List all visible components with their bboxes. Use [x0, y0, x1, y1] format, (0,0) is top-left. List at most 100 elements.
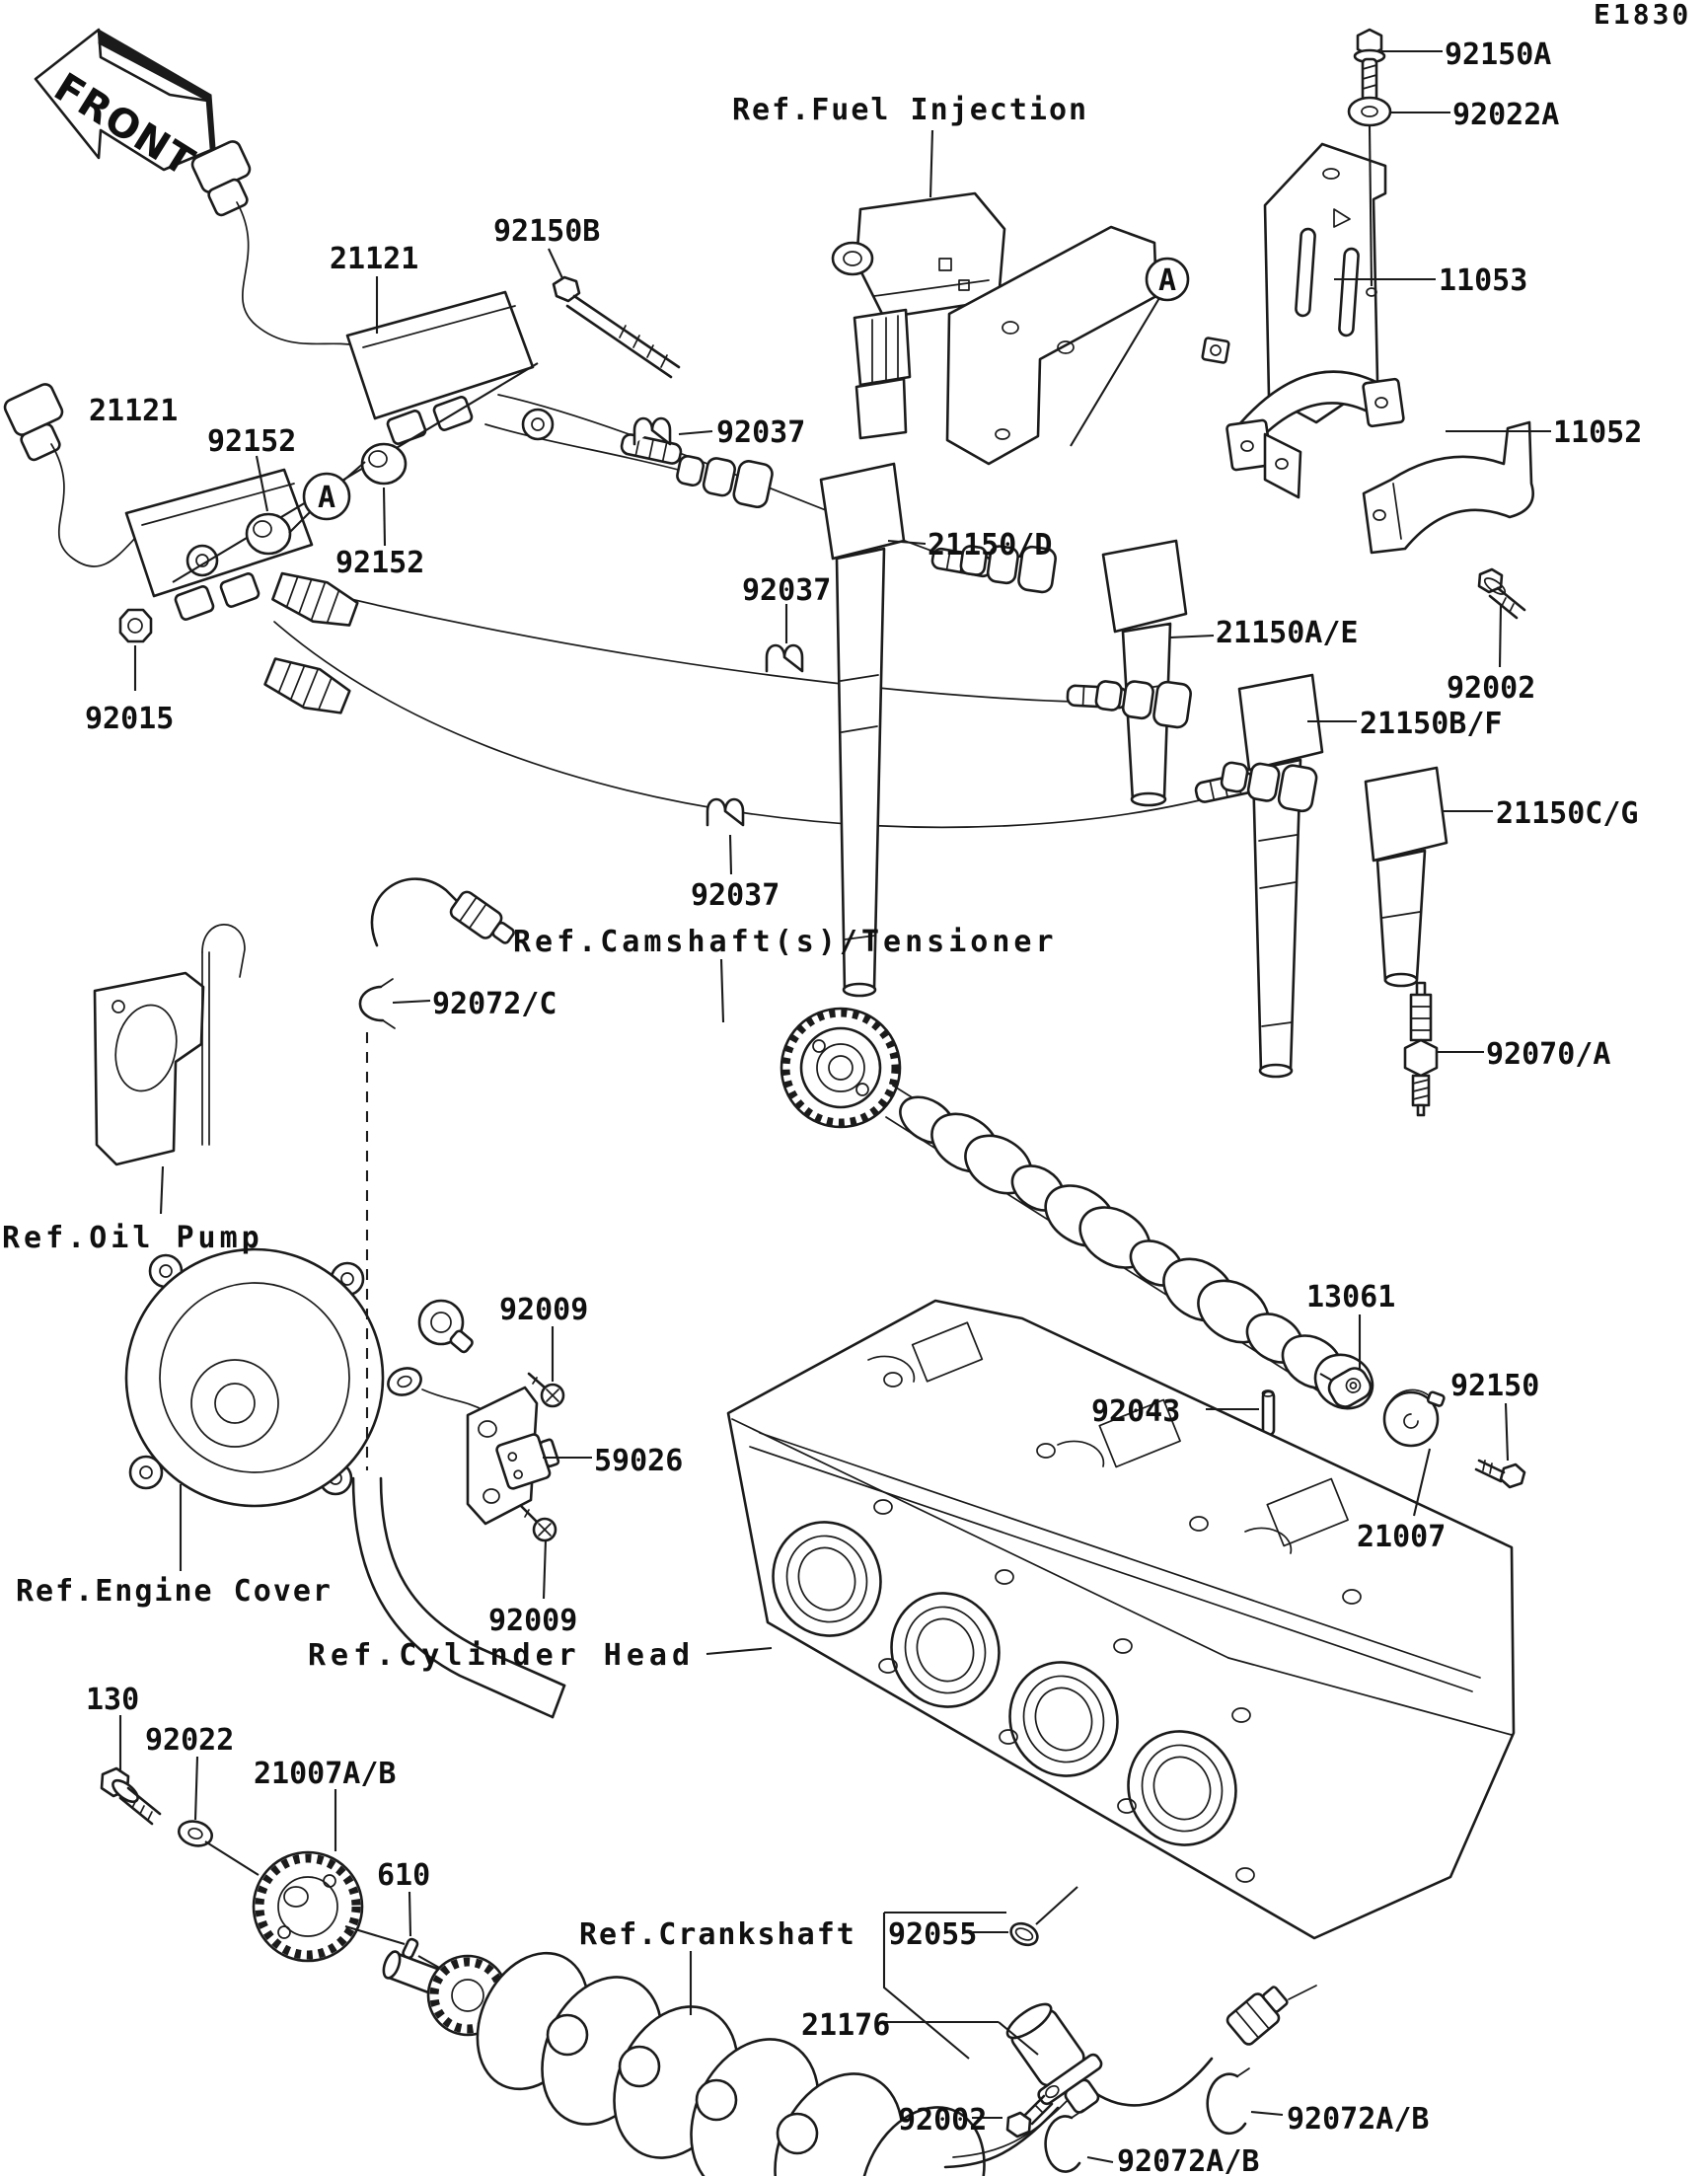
detail-marker-a-right: A	[1145, 257, 1190, 302]
crank-sensor-59026	[387, 1299, 560, 1526]
label-92072AB-bottom: 92072A/B	[1117, 2144, 1260, 2176]
leader-21007	[1412, 1448, 1432, 1517]
leader-92152-b	[382, 487, 387, 547]
hose-clamp-92072AB-right	[1206, 2067, 1250, 2136]
engine-cover	[124, 1247, 385, 1508]
o-ring-92055	[1009, 1886, 1078, 1947]
label-92015: 92015	[85, 702, 174, 736]
coil-connector	[3, 383, 141, 567]
leader-92009-bottom	[542, 1538, 548, 1600]
hose-clamp-92072AB-bottom	[1044, 2109, 1084, 2173]
bolt-92002-right	[1477, 567, 1526, 620]
nut-92015	[118, 608, 153, 643]
label-21150CG: 21150C/G	[1496, 796, 1639, 831]
spark-plug-cap-21150BF	[1094, 673, 1324, 1079]
hose-clamp-92072C	[358, 985, 385, 1022]
label-92150: 92150	[1450, 1369, 1539, 1403]
label-92009-bottom: 92009	[488, 1604, 577, 1638]
part-labels: 92150A 92022A Ref.Fuel Injection 21121 9…	[2, 38, 1642, 2176]
label-92002-bottom: 92002	[898, 2103, 987, 2138]
detail-marker-a-left: A	[288, 461, 366, 534]
cylinder-bore	[772, 1521, 882, 1637]
label-92037-low: 92037	[691, 878, 780, 913]
fuel-injection-coil	[831, 191, 1006, 440]
spark-plug-cap-21150AE	[959, 539, 1188, 807]
screw-92009-bottom	[519, 1504, 557, 1542]
spark-plug-cap-21150D	[676, 455, 906, 998]
label-21121-left: 21121	[89, 394, 178, 428]
leader-lines	[118, 49, 1551, 2164]
label-92072AB-right: 92072A/B	[1287, 2102, 1430, 2137]
ignition-coil-top-21121	[190, 140, 555, 445]
leader-21150D	[887, 539, 927, 546]
coil-connector	[190, 140, 356, 346]
front-direction-arrow: FRONT	[34, 28, 216, 186]
leader-92072AB-bottom	[1086, 2155, 1114, 2164]
crankshaft	[382, 1950, 986, 2176]
cylinder-head	[726, 1299, 1516, 1940]
label-ref-engine-cover: Ref.Engine Cover	[16, 1574, 333, 1609]
label-92150A: 92150A	[1445, 38, 1551, 72]
wire-terminal	[620, 433, 683, 465]
leader-92055-bracket	[882, 1913, 970, 2060]
label-21121-top: 21121	[330, 242, 418, 276]
label-ref-fuel-injection: Ref.Fuel Injection	[732, 93, 1088, 127]
label-ref-camshaft: Ref.Camshaft(s)/Tensioner	[513, 925, 1058, 959]
coil-bracket-11052	[1362, 420, 1534, 555]
label-130: 130	[86, 1683, 139, 1717]
bolt-92150A	[1353, 28, 1386, 103]
leader-92150	[1504, 1402, 1510, 1462]
label-ref-crankshaft: Ref.Crankshaft	[579, 1917, 856, 1952]
label-59026: 59026	[594, 1444, 683, 1478]
label-13061: 13061	[1306, 1280, 1395, 1314]
page-code: E1830	[1594, 0, 1691, 31]
leader-ref-camshaft	[719, 958, 725, 1023]
label-92070A: 92070/A	[1486, 1037, 1610, 1072]
wire-boot	[271, 571, 359, 627]
harness-connector	[1225, 1986, 1289, 2046]
label-92037-top: 92037	[716, 415, 805, 450]
label-ref-cylinder-head: Ref.Cylinder Head	[308, 1638, 695, 1673]
leader-ref-fuel-injection	[928, 129, 934, 198]
detail-marker-label: A	[318, 481, 335, 515]
label-21007: 21007	[1357, 1520, 1446, 1554]
leader-21176-diag	[998, 2021, 1039, 2056]
label-21150D: 21150/D	[928, 528, 1052, 563]
spacer-92152	[245, 512, 292, 556]
cam-sensor-21176	[943, 1985, 1317, 2169]
oil-pump-bracket	[93, 924, 246, 1166]
camshaft	[780, 1007, 1374, 1410]
timing-rotor-21007AB	[252, 1850, 406, 1963]
label-92043: 92043	[1091, 1394, 1180, 1429]
wire-clamp-92037	[632, 416, 672, 446]
spacer-92152	[360, 442, 408, 486]
leader-92152-a	[255, 455, 269, 512]
cylinder-bore	[890, 1592, 1001, 1708]
wire-boot	[263, 657, 351, 714]
leader-92072AB-right	[1250, 2110, 1284, 2117]
label-92037-mid: 92037	[742, 573, 831, 608]
cylinder-bore	[1008, 1661, 1119, 1777]
rotor-21007	[1382, 1388, 1446, 1448]
tappet-13061	[1327, 1367, 1373, 1408]
label-11052: 11052	[1553, 415, 1642, 450]
breather-hose-92072C	[351, 877, 566, 1719]
leader-ref-oil-pump	[159, 1165, 165, 1215]
label-92022: 92022	[145, 1723, 234, 1758]
label-92055: 92055	[888, 1917, 977, 1952]
label-21150AE: 21150A/E	[1216, 616, 1359, 650]
cylinder-bore	[1127, 1730, 1237, 1846]
bolt-92002-bottom	[1005, 2094, 1054, 2138]
leader-92037-low	[728, 834, 733, 875]
spark-plug-cap-21150CG	[1220, 761, 1448, 988]
bolt-92150B	[552, 275, 681, 379]
label-92002-right: 92002	[1447, 671, 1535, 706]
label-21150BF: 21150B/F	[1360, 707, 1503, 741]
screw-92009-top	[527, 1372, 565, 1408]
label-92152-a: 92152	[207, 424, 296, 459]
wire-clamp-92037	[705, 797, 745, 827]
label-ref-oil-pump: Ref.Oil Pump	[2, 1221, 263, 1255]
detail-marker-label: A	[1158, 263, 1176, 298]
label-92009-top: 92009	[499, 1293, 588, 1327]
